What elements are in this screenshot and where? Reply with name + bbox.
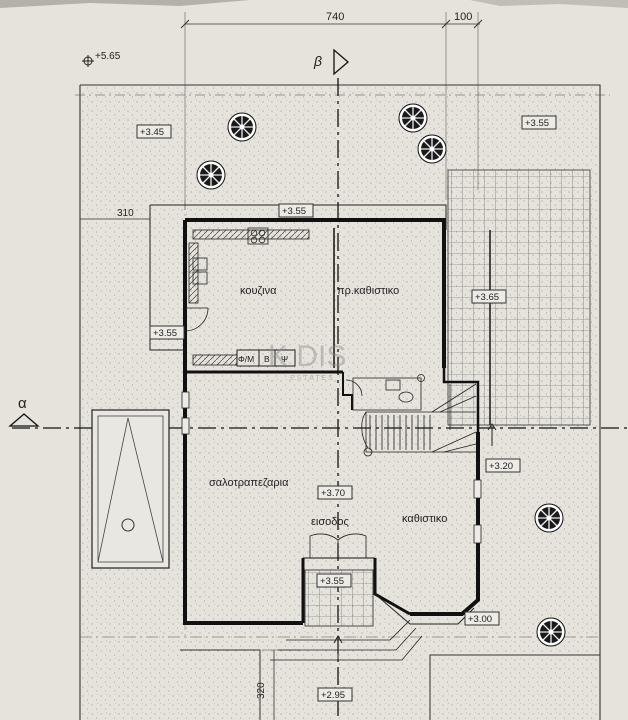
- staircase: [361, 383, 477, 457]
- dimension-bottom-left: 320: [256, 682, 267, 699]
- scan-edge-dark-right: [470, 0, 628, 8]
- room-label-sitting: καθιστικο: [402, 513, 447, 525]
- level-box: [485, 458, 521, 473]
- door-swing: [184, 307, 209, 332]
- benchmark-icon: [82, 55, 94, 67]
- tree-icon: [534, 503, 564, 533]
- window-marks: [181, 391, 482, 544]
- level-stair-right: +3.20: [489, 461, 513, 472]
- level-box: [317, 687, 353, 702]
- fixture-wm-label: Φ/Μ: [238, 354, 254, 364]
- level-box: [316, 573, 352, 588]
- room-label-breakfast: πρ.καθιστικο: [337, 285, 399, 297]
- toilet-icon: [398, 391, 414, 403]
- watermark-sub: ESTATES: [290, 375, 335, 382]
- sink-icon: [192, 257, 208, 285]
- level-bay-right: +3.00: [468, 614, 492, 625]
- kitchen-counter-top: [192, 229, 310, 240]
- level-living: +3.70: [321, 488, 345, 499]
- tree-icon: [227, 112, 257, 142]
- level-box: [521, 115, 557, 130]
- house-walls: [183, 218, 480, 625]
- parking-area: [91, 409, 170, 569]
- level-box: [471, 289, 507, 304]
- fixture-box-psi: [274, 349, 296, 367]
- level-box: [136, 124, 172, 139]
- room-label-dining: σαλοτραπεζαρια: [209, 477, 289, 489]
- kitchen-counter-side: [188, 242, 199, 304]
- level-box: [149, 325, 185, 340]
- cooktop-icon: [247, 227, 269, 245]
- fixture-b-label: Β: [264, 354, 270, 364]
- level-bottom: +2.95: [321, 690, 345, 701]
- kitchen-bottom-counter: [192, 354, 238, 366]
- wc-room: [345, 374, 425, 411]
- tree-icon: [398, 103, 428, 133]
- level-kitchen-top: +3.55: [282, 206, 306, 217]
- section-beta-label: β: [313, 53, 322, 69]
- outer-terrace-wall: [149, 204, 447, 351]
- entrance-door: [309, 533, 367, 558]
- dimension-left-offset: 310: [117, 208, 134, 219]
- bottom-fence: [180, 649, 600, 720]
- tiled-patio: [447, 169, 591, 426]
- level-box: [317, 485, 353, 500]
- level-yard-top-left: +3.45: [140, 127, 164, 138]
- level-entry-step: +3.55: [320, 576, 344, 587]
- tree-icon: [417, 134, 447, 164]
- level-corner: +5.65: [95, 51, 121, 62]
- fixture-psi-label: Ψ: [281, 354, 288, 364]
- watermark-mark: K DIS: [268, 340, 346, 373]
- room-label-kitchen: κουζινα: [240, 285, 277, 297]
- dimension-top: [180, 12, 483, 210]
- level-box: [278, 203, 314, 218]
- dimension-top-side: 100: [454, 11, 472, 23]
- scan-edge-dark: [0, 0, 250, 8]
- stair-arrow-head: [487, 423, 497, 431]
- level-kitchen-side: +3.55: [153, 328, 177, 339]
- level-yard-top-right: +3.55: [525, 118, 549, 129]
- room-label-entrance: εισοδος: [311, 516, 349, 528]
- entrance-arrow-head: [333, 634, 343, 644]
- level-box: [464, 611, 500, 626]
- section-alpha-label: α: [18, 395, 27, 412]
- dimension-top-width: 740: [326, 11, 344, 23]
- tree-icon: [536, 617, 566, 647]
- plot-boundary: [79, 84, 601, 720]
- level-patio: +3.65: [475, 292, 499, 303]
- entrance-steps: [270, 619, 423, 661]
- tree-icon: [196, 160, 226, 190]
